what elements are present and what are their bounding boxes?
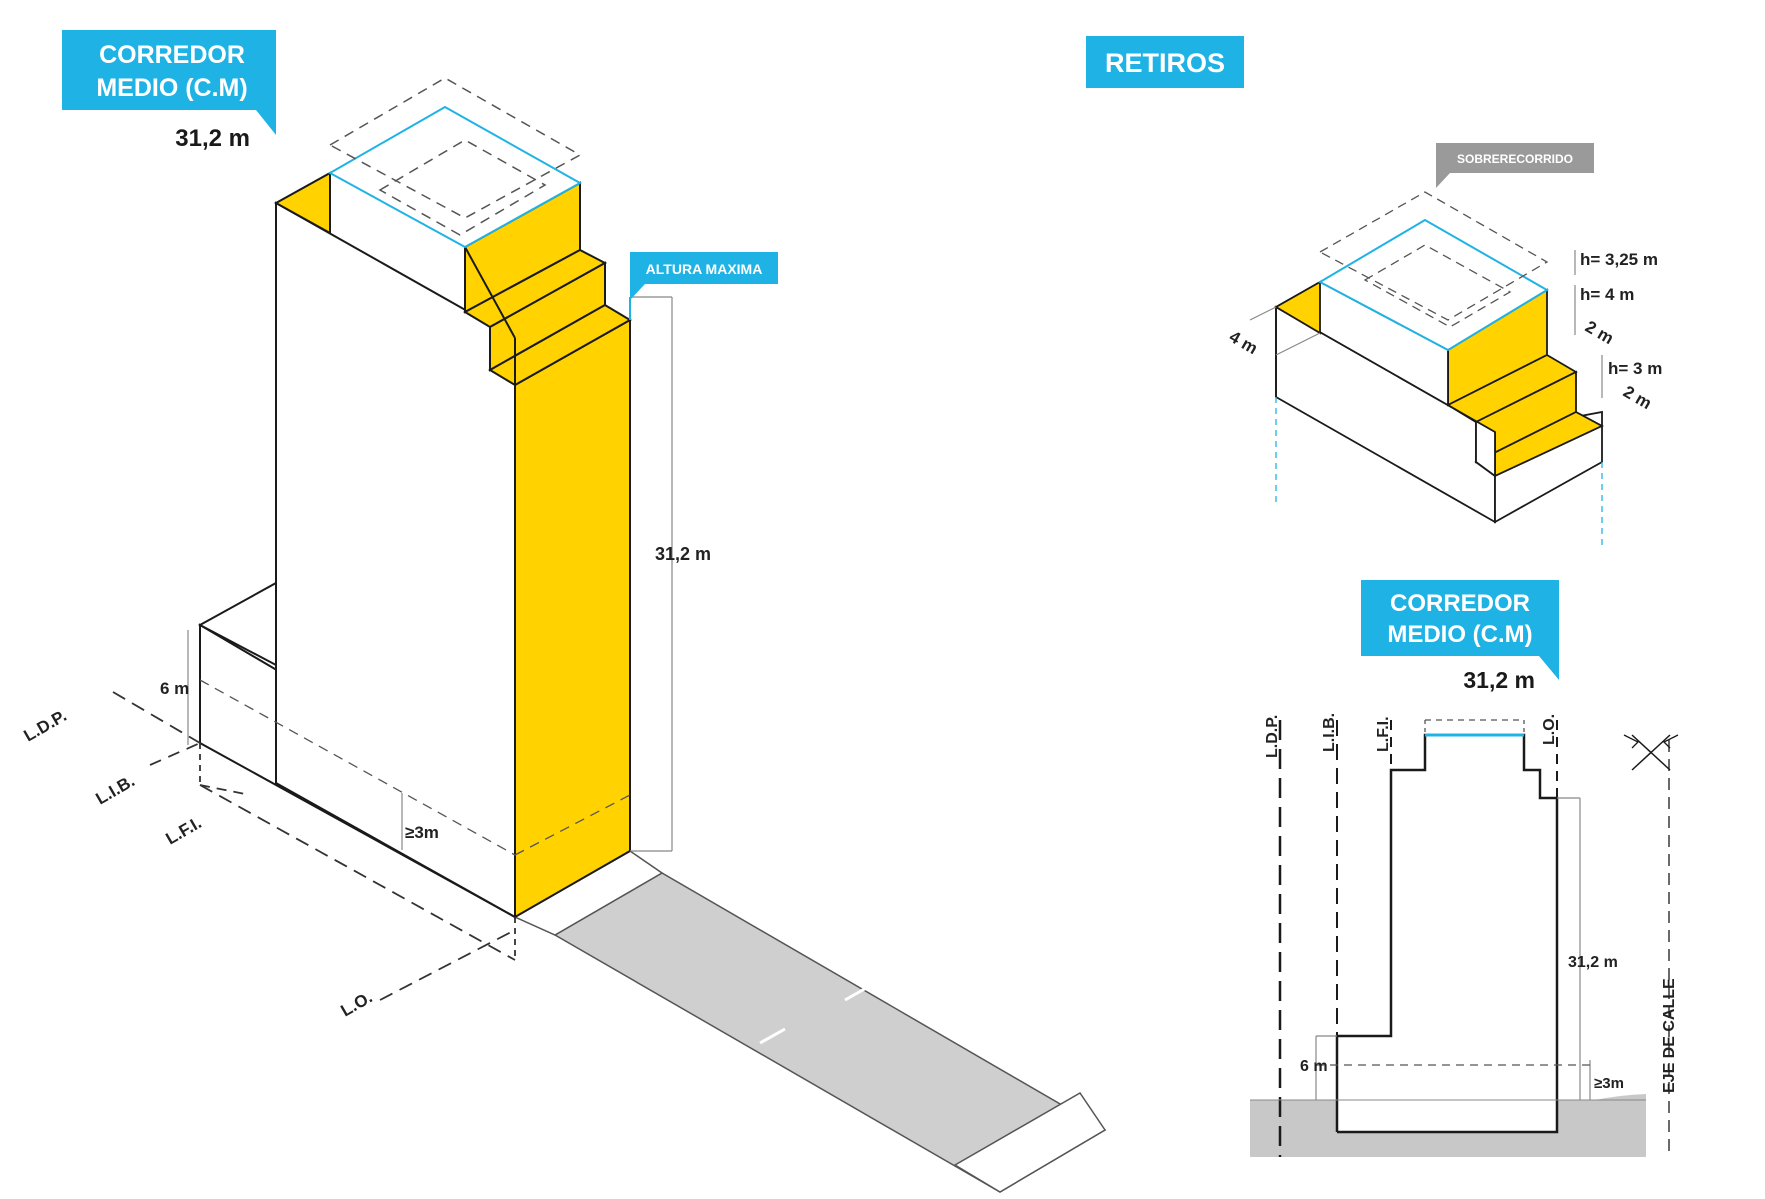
cm-height: 31,2 m: [175, 125, 250, 152]
s-lfi-label: L.F.I.: [1375, 716, 1392, 752]
corner-triangle: [273, 171, 331, 235]
sobrerecorrido-text: SOBRERECORRIDO: [1457, 152, 1573, 166]
s-lib-label: L.I.B.: [1321, 713, 1338, 752]
h-3-label: h= 3 m: [1608, 359, 1662, 378]
road-mark-2: [844, 985, 869, 1002]
cm-title-line1: CORREDOR: [99, 41, 245, 69]
setback-detail: SOBRERECORRIDO h= 3,25 m h= 4 m h= 3 m 2: [1226, 143, 1662, 545]
retiros-text: RETIROS: [1105, 48, 1225, 78]
s-dim-3-label: ≥3m: [1594, 1075, 1624, 1092]
tower-side-yellow: [514, 318, 631, 919]
ldp-line: [112, 691, 201, 744]
section-cm-height: 31,2 m: [1463, 667, 1535, 693]
road-mark-1: [759, 1027, 786, 1045]
section-building: [1335, 733, 1559, 1134]
lfi-line: [199, 784, 516, 961]
dim-3-label: ≥3m: [405, 823, 439, 842]
ldp-label: L.D.P.: [21, 706, 70, 745]
altura-maxima-tag: ALTURA MAXIMA: [629, 252, 778, 320]
road-end: [953, 1092, 1107, 1193]
lo-label: L.O.: [338, 987, 376, 1020]
cm-title-line2: MEDIO (C.M): [96, 74, 247, 102]
s-ldp-label: L.D.P.: [1264, 715, 1281, 758]
dim-6-label: 6 m: [160, 679, 189, 698]
d-2a-label: 2 m: [1582, 317, 1617, 348]
section-cm-line1: CORREDOR: [1390, 590, 1530, 617]
section-cm-line2: MEDIO (C.M): [1387, 621, 1532, 648]
lo-line: [379, 929, 516, 1001]
lib-line: [149, 742, 201, 766]
h-4-label: h= 4 m: [1580, 285, 1634, 304]
retiros-tag: RETIROS: [1086, 36, 1244, 88]
s-dim-6-label: 6 m: [1300, 1058, 1328, 1075]
altura-maxima-text: ALTURA MAXIMA: [646, 261, 763, 277]
roof-outline: [327, 105, 583, 249]
eje-label: EJE DE CALLE: [1661, 978, 1678, 1093]
lfi-label: L.F.I.: [163, 813, 205, 848]
d-2b-label: 2 m: [1620, 382, 1655, 413]
section-view: CORREDOR MEDIO (C.M) 31,2 m L.D.P.: [1250, 580, 1679, 1157]
lib-label: L.I.B.: [93, 771, 138, 808]
s-dim-312-label: 31,2 m: [1568, 954, 1618, 971]
dim-312-label: 31,2 m: [655, 544, 711, 564]
s-lo-label: L.O.: [1541, 714, 1558, 745]
d-4-label: 4 m: [1226, 327, 1261, 358]
cm-title-tag: CORREDOR MEDIO (C.M) 31,2 m: [62, 30, 276, 152]
isometric-building: 31,2 m 6 m ≥3m L.D.P. L.I.B. L.F.I. L.O.…: [21, 77, 1107, 1193]
h-325-label: h= 3,25 m: [1580, 250, 1658, 269]
